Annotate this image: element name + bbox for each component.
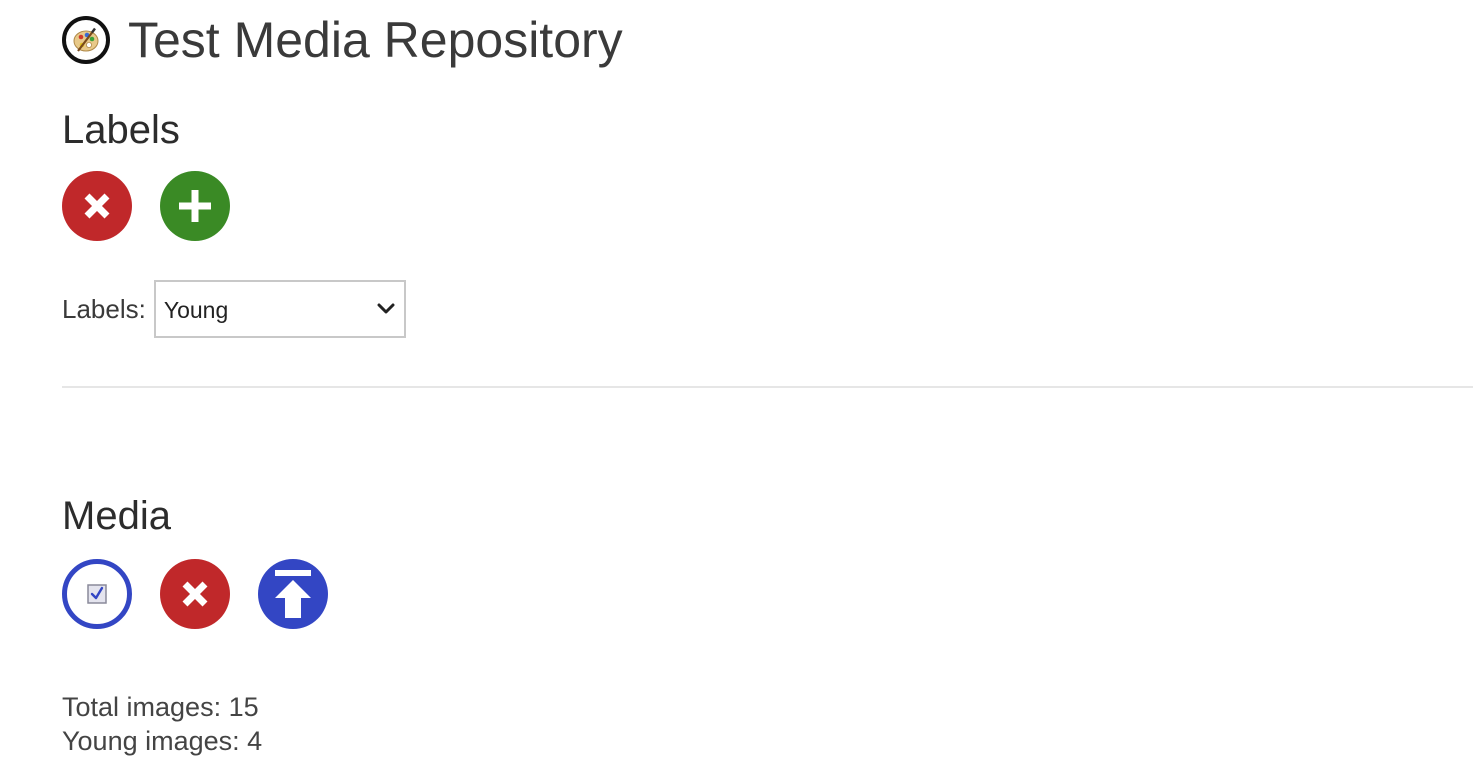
close-icon bbox=[182, 581, 208, 607]
add-label-button[interactable] bbox=[160, 171, 230, 241]
close-icon bbox=[84, 193, 110, 219]
plus-icon bbox=[179, 190, 211, 222]
young-images-count: Young images: 4 bbox=[62, 726, 263, 756]
select-all-button[interactable] bbox=[62, 559, 132, 629]
media-section-title: Media bbox=[62, 494, 171, 538]
app-title: Test Media Repository bbox=[128, 12, 623, 68]
palette-icon bbox=[62, 16, 110, 64]
upload-icon bbox=[275, 570, 311, 618]
app-header: Test Media Repository bbox=[62, 12, 623, 68]
labels-select-label: Labels: bbox=[62, 294, 146, 324]
labels-toolbar bbox=[62, 171, 230, 241]
section-divider bbox=[62, 386, 1473, 388]
delete-label-button[interactable] bbox=[62, 171, 132, 241]
upload-media-button[interactable] bbox=[258, 559, 328, 629]
chevron-down-icon bbox=[377, 303, 395, 314]
labels-select-row: Labels: Young bbox=[62, 280, 406, 338]
media-toolbar bbox=[62, 559, 328, 629]
labels-select-value: Young bbox=[163, 296, 229, 323]
media-stats: Total images: 15 Young images: 4 bbox=[62, 690, 262, 758]
labels-select[interactable]: Young bbox=[153, 280, 406, 338]
total-images-count: Total images: 15 bbox=[62, 692, 259, 722]
labels-section-title: Labels bbox=[62, 108, 180, 152]
checkbox-icon bbox=[87, 584, 107, 604]
delete-media-button[interactable] bbox=[160, 559, 230, 629]
